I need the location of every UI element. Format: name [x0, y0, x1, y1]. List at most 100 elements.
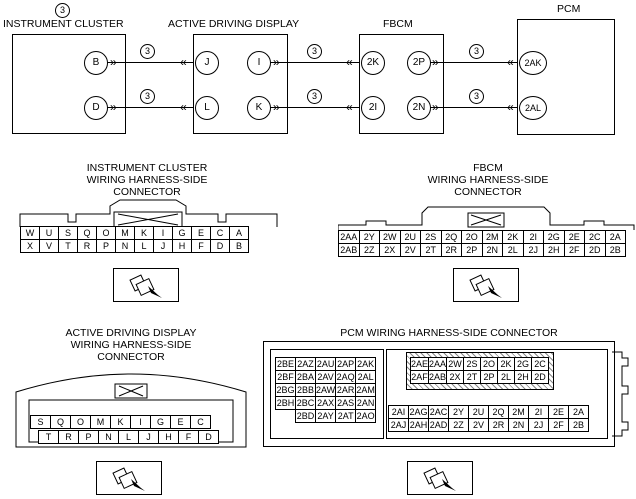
- ic-connector-outline: [19, 199, 278, 228]
- connector-pin-cell: A: [229, 226, 249, 240]
- pin-fbcm-2k: 2K: [361, 51, 385, 75]
- connector-pin-cell: M: [90, 415, 111, 429]
- connector-pin-cell: 2Y: [358, 230, 380, 244]
- connector-pin-cell: 2M: [481, 230, 503, 244]
- ic-conn-title-3: CONNECTOR: [113, 186, 181, 198]
- connector-pin-cell: 2AN: [355, 396, 377, 410]
- wire-number: 3: [307, 89, 322, 104]
- connector-pin-cell: 2BD: [295, 409, 316, 423]
- connector-pin-cell: 2AM: [355, 383, 377, 397]
- connector-pin-cell: 2I: [528, 405, 549, 419]
- connector-pin-cell: 2V: [399, 243, 421, 257]
- connector-pin-cell: 2BB: [295, 383, 316, 397]
- connector-pin-cell: 2G: [543, 230, 565, 244]
- pin-pcm-2ak: 2AK: [519, 51, 547, 75]
- connector-pin-cell: H: [172, 239, 192, 253]
- connector-pin-cell: 2D: [584, 243, 606, 257]
- connector-chevron: «: [507, 100, 514, 114]
- pcm-connector-viewpoint-icon: [407, 461, 473, 495]
- connector-pin-cell: 2B: [568, 418, 589, 432]
- connector-pin-cell: 2AU: [314, 357, 337, 371]
- connector-pin-cell: 2AQ: [335, 370, 357, 384]
- connector-pin-cell: 2AC: [428, 405, 449, 419]
- connector-chevron: »: [432, 55, 439, 69]
- connector-pin-cell: 2K: [502, 230, 524, 244]
- connector-pin-cell: 2O: [480, 357, 499, 371]
- connector-pin-cell: W: [20, 226, 40, 240]
- connector-pin-cell: O: [96, 226, 116, 240]
- connector-chevron: »: [273, 100, 280, 114]
- connector-pin-cell: 2T: [463, 370, 482, 384]
- connector-pin-cell: Q: [77, 226, 97, 240]
- pcm-side-latch: [612, 351, 629, 437]
- connector-pin-cell: 2AZ: [295, 357, 316, 371]
- connector-pin-cell: O: [70, 415, 91, 429]
- connector-pin-cell: 2AP: [335, 357, 357, 371]
- connector-pin-cell: 2AB: [428, 370, 448, 384]
- add-conn-title-2: WIRING HARNESS-SIDE: [70, 339, 192, 351]
- connector-pin-cell: J: [153, 239, 173, 253]
- connector-pin-cell: 2E: [548, 405, 569, 419]
- connector-pin-cell: 2D: [531, 370, 550, 384]
- connector-pin-cell: 2S: [463, 357, 482, 371]
- connector-pin-cell: 2BH: [275, 396, 296, 410]
- connector-pin-cell: 2AI: [388, 405, 409, 419]
- pcm-label: PCM: [557, 3, 581, 15]
- connector-pin-cell: 2E: [563, 230, 585, 244]
- connector-pin-cell: N: [98, 430, 119, 444]
- connector-chevron: «: [180, 55, 187, 69]
- connector-pin-cell: 2T: [420, 243, 442, 257]
- pin-fbcm-2n: 2N: [407, 96, 431, 120]
- connector-pin-cell: 2BC: [295, 396, 316, 410]
- connector-pin-cell: F: [191, 239, 211, 253]
- connector-pin-cell: V: [39, 239, 59, 253]
- wire-k-2i: [270, 107, 359, 108]
- fb-conn-title-3: CONNECTOR: [454, 186, 522, 198]
- connector-pin-cell: L: [118, 430, 139, 444]
- connector-pin-cell: 2AD: [428, 418, 449, 432]
- instrument-cluster-label: INSTRUMENT CLUSTER: [3, 18, 124, 30]
- connector-pin-cell: 2AA: [338, 230, 360, 244]
- connector-pin-cell: 2P: [461, 243, 483, 257]
- add-conn-title-1: ACTIVE DRIVING DISPLAY: [65, 327, 197, 339]
- connector-pin-cell: K: [134, 226, 154, 240]
- connector-pin-cell: 2A: [568, 405, 589, 419]
- connector-pin-cell: 2A: [604, 230, 626, 244]
- connector-pin-cell: 2K: [497, 357, 516, 371]
- connector-pin-cell: 2BA: [295, 370, 316, 384]
- ic-conn-title-2: WIRING HARNESS-SIDE: [86, 174, 208, 186]
- connector-pin-cell: 2X: [379, 243, 401, 257]
- ic-connector-viewpoint-icon: [113, 268, 179, 302]
- connector-pin-cell: I: [153, 226, 173, 240]
- pin-add-i: I: [247, 51, 271, 75]
- connector-pin-cell: 2N: [481, 243, 503, 257]
- connector-pin-cell: 2I: [522, 230, 544, 244]
- fb-conn-title-2: WIRING HARNESS-SIDE: [427, 174, 549, 186]
- connector-chevron: «: [507, 55, 514, 69]
- connector-chevron: »: [110, 55, 117, 69]
- connector-pin-cell: 2B: [604, 243, 626, 257]
- connector-pin-cell: 2V: [468, 418, 489, 432]
- connector-pin-cell: E: [191, 226, 211, 240]
- cluster-wire-number: 3: [55, 3, 70, 18]
- connector-pin-cell: 2P: [480, 370, 499, 384]
- connector-pin-cell: 2S: [420, 230, 442, 244]
- connector-pin-cell: [276, 410, 296, 423]
- connector-pin-cell: 2R: [440, 243, 462, 257]
- pin-add-j: J: [195, 51, 219, 75]
- connector-pin-cell: U: [39, 226, 59, 240]
- fbcm-label: FBCM: [383, 18, 413, 30]
- connector-pin-cell: K: [110, 415, 131, 429]
- connector-pin-cell: 2AV: [314, 370, 337, 384]
- connector-pin-cell: R: [58, 430, 79, 444]
- connector-pin-cell: 2AE: [409, 357, 430, 371]
- connector-pin-cell: 2AT: [335, 409, 357, 423]
- connector-pin-cell: 2AH: [408, 418, 429, 432]
- connector-pin-cell: C: [190, 415, 211, 429]
- wire-i-2k: [270, 62, 359, 63]
- wire-2n-2al: [430, 107, 517, 108]
- connector-pin-cell: 2J: [522, 243, 544, 257]
